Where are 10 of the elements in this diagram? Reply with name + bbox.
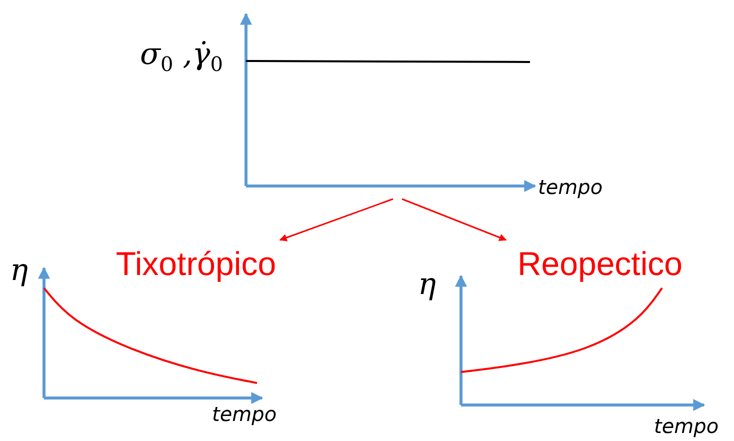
axis-label: η xyxy=(418,270,436,300)
axis-label: tempo xyxy=(212,404,277,424)
arrow xyxy=(402,198,507,242)
category-title: Tixotrópico xyxy=(114,244,278,284)
axis-label: tempo xyxy=(654,416,719,436)
category-title: Reopectico xyxy=(516,244,684,284)
axis-label: tempo xyxy=(538,177,603,197)
arrow xyxy=(279,198,394,242)
axis-label: η xyxy=(10,256,28,286)
stress-shear-rate-label: σ$_{0}$ ,γ̇$_{0}$ xyxy=(140,40,223,74)
